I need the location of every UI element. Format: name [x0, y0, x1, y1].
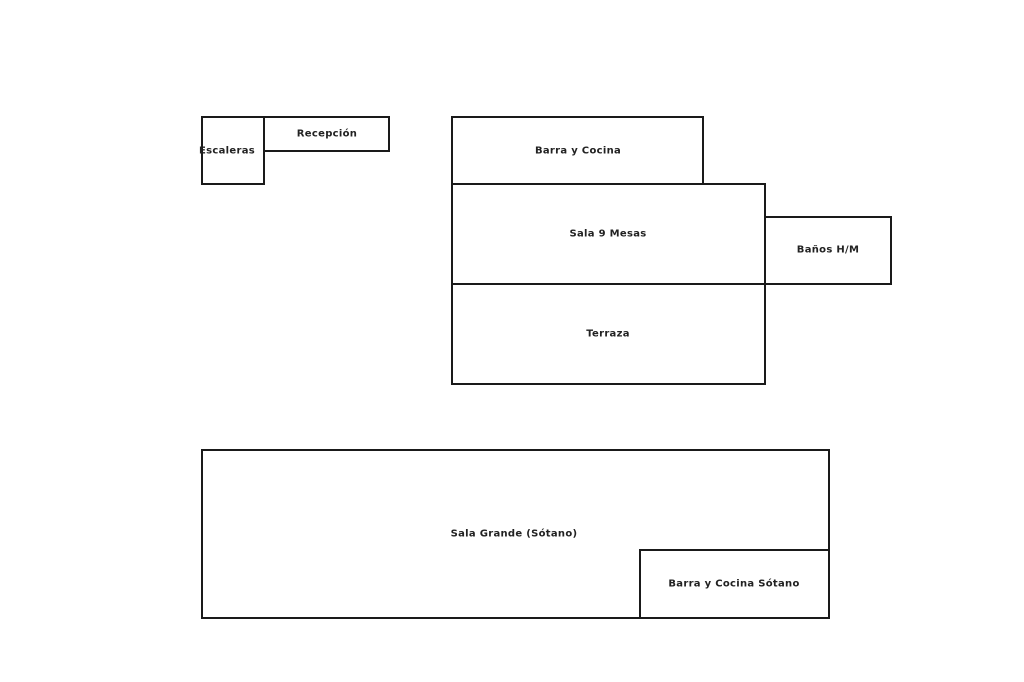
label-recepcion: Recepción — [296, 128, 358, 140]
label-sala-grande: Sala Grande (Sótano) — [450, 528, 578, 540]
label-barra-cocina-sotano: Barra y Cocina Sótano — [668, 578, 800, 590]
label-escaleras: Escaleras — [198, 145, 256, 157]
label-sala-9-mesas: Sala 9 Mesas — [569, 228, 647, 240]
room-recepcion — [263, 116, 390, 152]
label-banos: Baños H/M — [796, 244, 860, 256]
label-terraza: Terraza — [586, 328, 630, 340]
room-escaleras — [201, 116, 265, 185]
room-barra-cocina-sotano — [639, 549, 830, 619]
label-barra-cocina: Barra y Cocina — [534, 145, 622, 157]
room-terraza — [451, 283, 766, 385]
room-banos — [764, 216, 892, 285]
room-sala-9-mesas — [451, 183, 766, 285]
